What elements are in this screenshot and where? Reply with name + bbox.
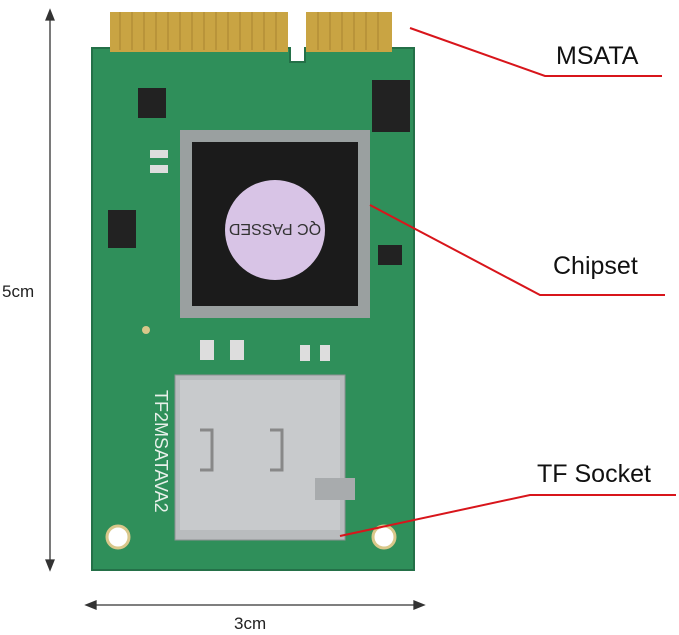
msata-callout-line — [409, 27, 662, 77]
chipset-label: Chipset — [553, 252, 638, 280]
qc-sticker — [225, 180, 325, 280]
gold-fingers-right — [306, 12, 392, 52]
width-dimension: 3cm — [234, 614, 267, 633]
chip-sticker-text: QC PASSED — [229, 220, 321, 237]
mount-hole-left — [105, 524, 131, 550]
tf-socket-callout-line — [339, 494, 676, 537]
chipset-callout-line — [369, 204, 665, 296]
height-dimension: 5cm — [2, 282, 35, 301]
mount-hole-right — [371, 524, 397, 550]
board-silkscreen: TF2MSATAVA2 — [151, 390, 171, 513]
gold-fingers-left — [110, 12, 288, 52]
tf-socket-label: TF Socket — [537, 460, 651, 488]
msata-label: MSATA — [556, 42, 639, 70]
